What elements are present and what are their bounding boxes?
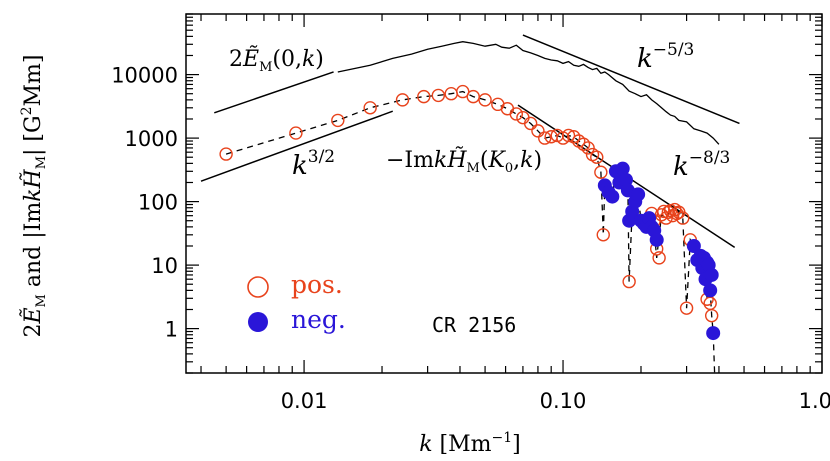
pos-point: [590, 150, 604, 164]
y-axis-title: 2ẼM and |ImkH̃M| [G2Mm]: [18, 54, 49, 337]
pos-point: [704, 308, 719, 323]
pos-point: [363, 101, 377, 115]
x-tick-label: 0.01: [281, 389, 328, 413]
pos-point: [395, 93, 410, 107]
y-tick-label: 10: [151, 254, 178, 278]
pos-point: [531, 124, 545, 138]
connector-line: [225, 90, 716, 374]
neg-point: [618, 172, 633, 187]
neg-point: [615, 161, 630, 176]
y-tick-label: 1000: [125, 127, 178, 151]
legend-label-neg: neg.: [291, 305, 346, 334]
legend-marker-pos: [247, 276, 269, 298]
pos-point: [652, 251, 666, 265]
tick-labels: 0.01 0.10 1.00 1 10 100 1000 10000: [111, 64, 830, 413]
neg-point: [704, 267, 719, 282]
reference-lines: [200, 34, 740, 249]
x-axis-title: k [Mm−1]: [419, 430, 521, 457]
pos-point: [523, 116, 538, 131]
pos-point: [622, 274, 636, 289]
slope-label-3-2: k3/2: [292, 147, 335, 181]
neg-point: [649, 232, 664, 247]
pos-point: [594, 165, 608, 179]
annotation-energy: 2ẼM(0,k): [229, 44, 324, 75]
plot-frame: [185, 13, 823, 374]
pos-point: [456, 84, 470, 99]
reference-line: [200, 110, 394, 182]
legend-label-pos: pos.: [291, 270, 343, 299]
pos-point: [219, 147, 233, 161]
neg-point: [686, 238, 701, 253]
axis-ticks: [186, 13, 823, 374]
data-points: [219, 84, 721, 341]
pos-point: [676, 211, 690, 225]
pos-point: [466, 89, 480, 104]
energy-curve: [337, 41, 720, 145]
pos-point: [538, 131, 552, 145]
pos-point: [561, 128, 576, 143]
y-tick-label: 1: [165, 318, 178, 342]
pos-point: [703, 296, 717, 311]
x-tick-label: 0.10: [540, 389, 587, 413]
slope-label-minus8-3: k−8/3: [673, 148, 730, 182]
pos-point: [679, 301, 694, 315]
dataset-label: CR 2156: [432, 313, 516, 337]
neg-point: [703, 283, 718, 298]
pos-point: [331, 113, 345, 128]
pos-point: [478, 93, 492, 107]
pos-point: [509, 107, 524, 121]
pos-point: [289, 126, 303, 140]
pos-point: [576, 137, 591, 151]
pos-point: [596, 228, 610, 242]
x-tick-label: 1.00: [799, 389, 830, 413]
pos-point: [567, 130, 581, 144]
energy-line: [337, 41, 720, 145]
neg-point: [605, 189, 620, 204]
legend: pos. neg.: [247, 270, 346, 334]
reference-line: [214, 71, 334, 114]
y-tick-label: 10000: [111, 64, 178, 88]
neg-point: [631, 187, 646, 202]
dashed-connector: [225, 90, 716, 374]
pos-point: [581, 141, 595, 155]
pos-point: [431, 88, 446, 103]
y-tick-label: 100: [138, 191, 178, 215]
pos-point: [657, 204, 671, 219]
legend-marker-neg: [248, 312, 268, 332]
neg-point: [706, 326, 721, 341]
pos-point: [661, 205, 676, 219]
pos-point: [444, 87, 458, 101]
slope-label-minus5-3: k−5/3: [637, 40, 694, 74]
pos-point: [417, 89, 431, 104]
annotation-helicity: −ImkH̃M(K0,k): [386, 147, 542, 176]
reference-line: [522, 34, 740, 125]
